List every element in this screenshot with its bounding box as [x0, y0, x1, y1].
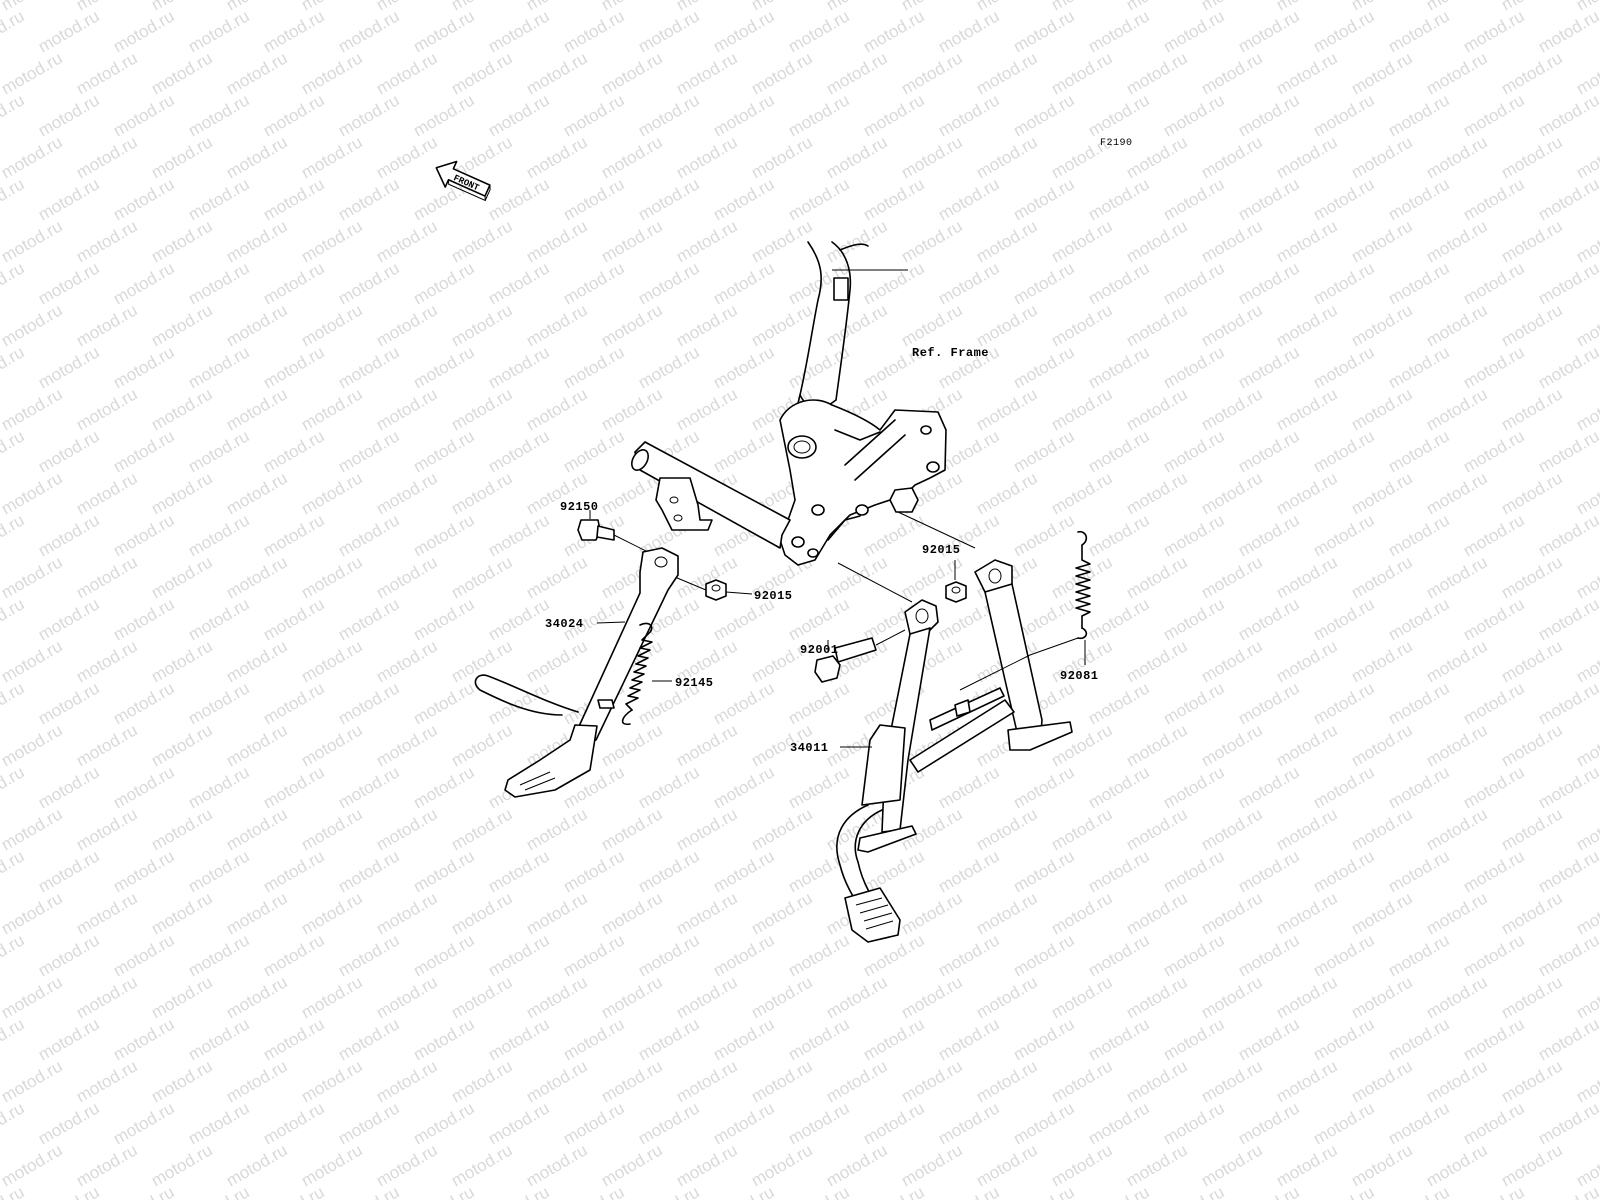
label-92150: 92150	[560, 500, 599, 514]
ref-frame-label: Ref. Frame	[912, 346, 989, 360]
label-92015-right: 92015	[922, 543, 961, 557]
part-34024-side-stand	[474, 547, 679, 798]
leader-92015-left	[725, 591, 753, 595]
label-34024: 34024	[545, 617, 584, 631]
part-92150-bolt	[577, 519, 615, 541]
front-arrow-icon: FRONT	[435, 160, 491, 202]
part-92015-nut-left	[705, 579, 727, 601]
label-92081: 92081	[1060, 669, 1099, 683]
part-34011-center-stand	[836, 559, 1073, 943]
leader-34024	[596, 621, 626, 624]
part-92081-spring	[1075, 530, 1091, 640]
part-92145-spring	[621, 622, 653, 726]
frame-section	[631, 241, 947, 566]
diagram-code: F2190	[1100, 138, 1133, 149]
label-92015-left: 92015	[754, 589, 793, 603]
label-34011: 34011	[790, 741, 829, 755]
part-92001-bolt	[814, 637, 877, 683]
label-92001: 92001	[800, 643, 839, 657]
label-92145: 92145	[675, 676, 714, 690]
part-92015-nut-right	[945, 581, 967, 603]
